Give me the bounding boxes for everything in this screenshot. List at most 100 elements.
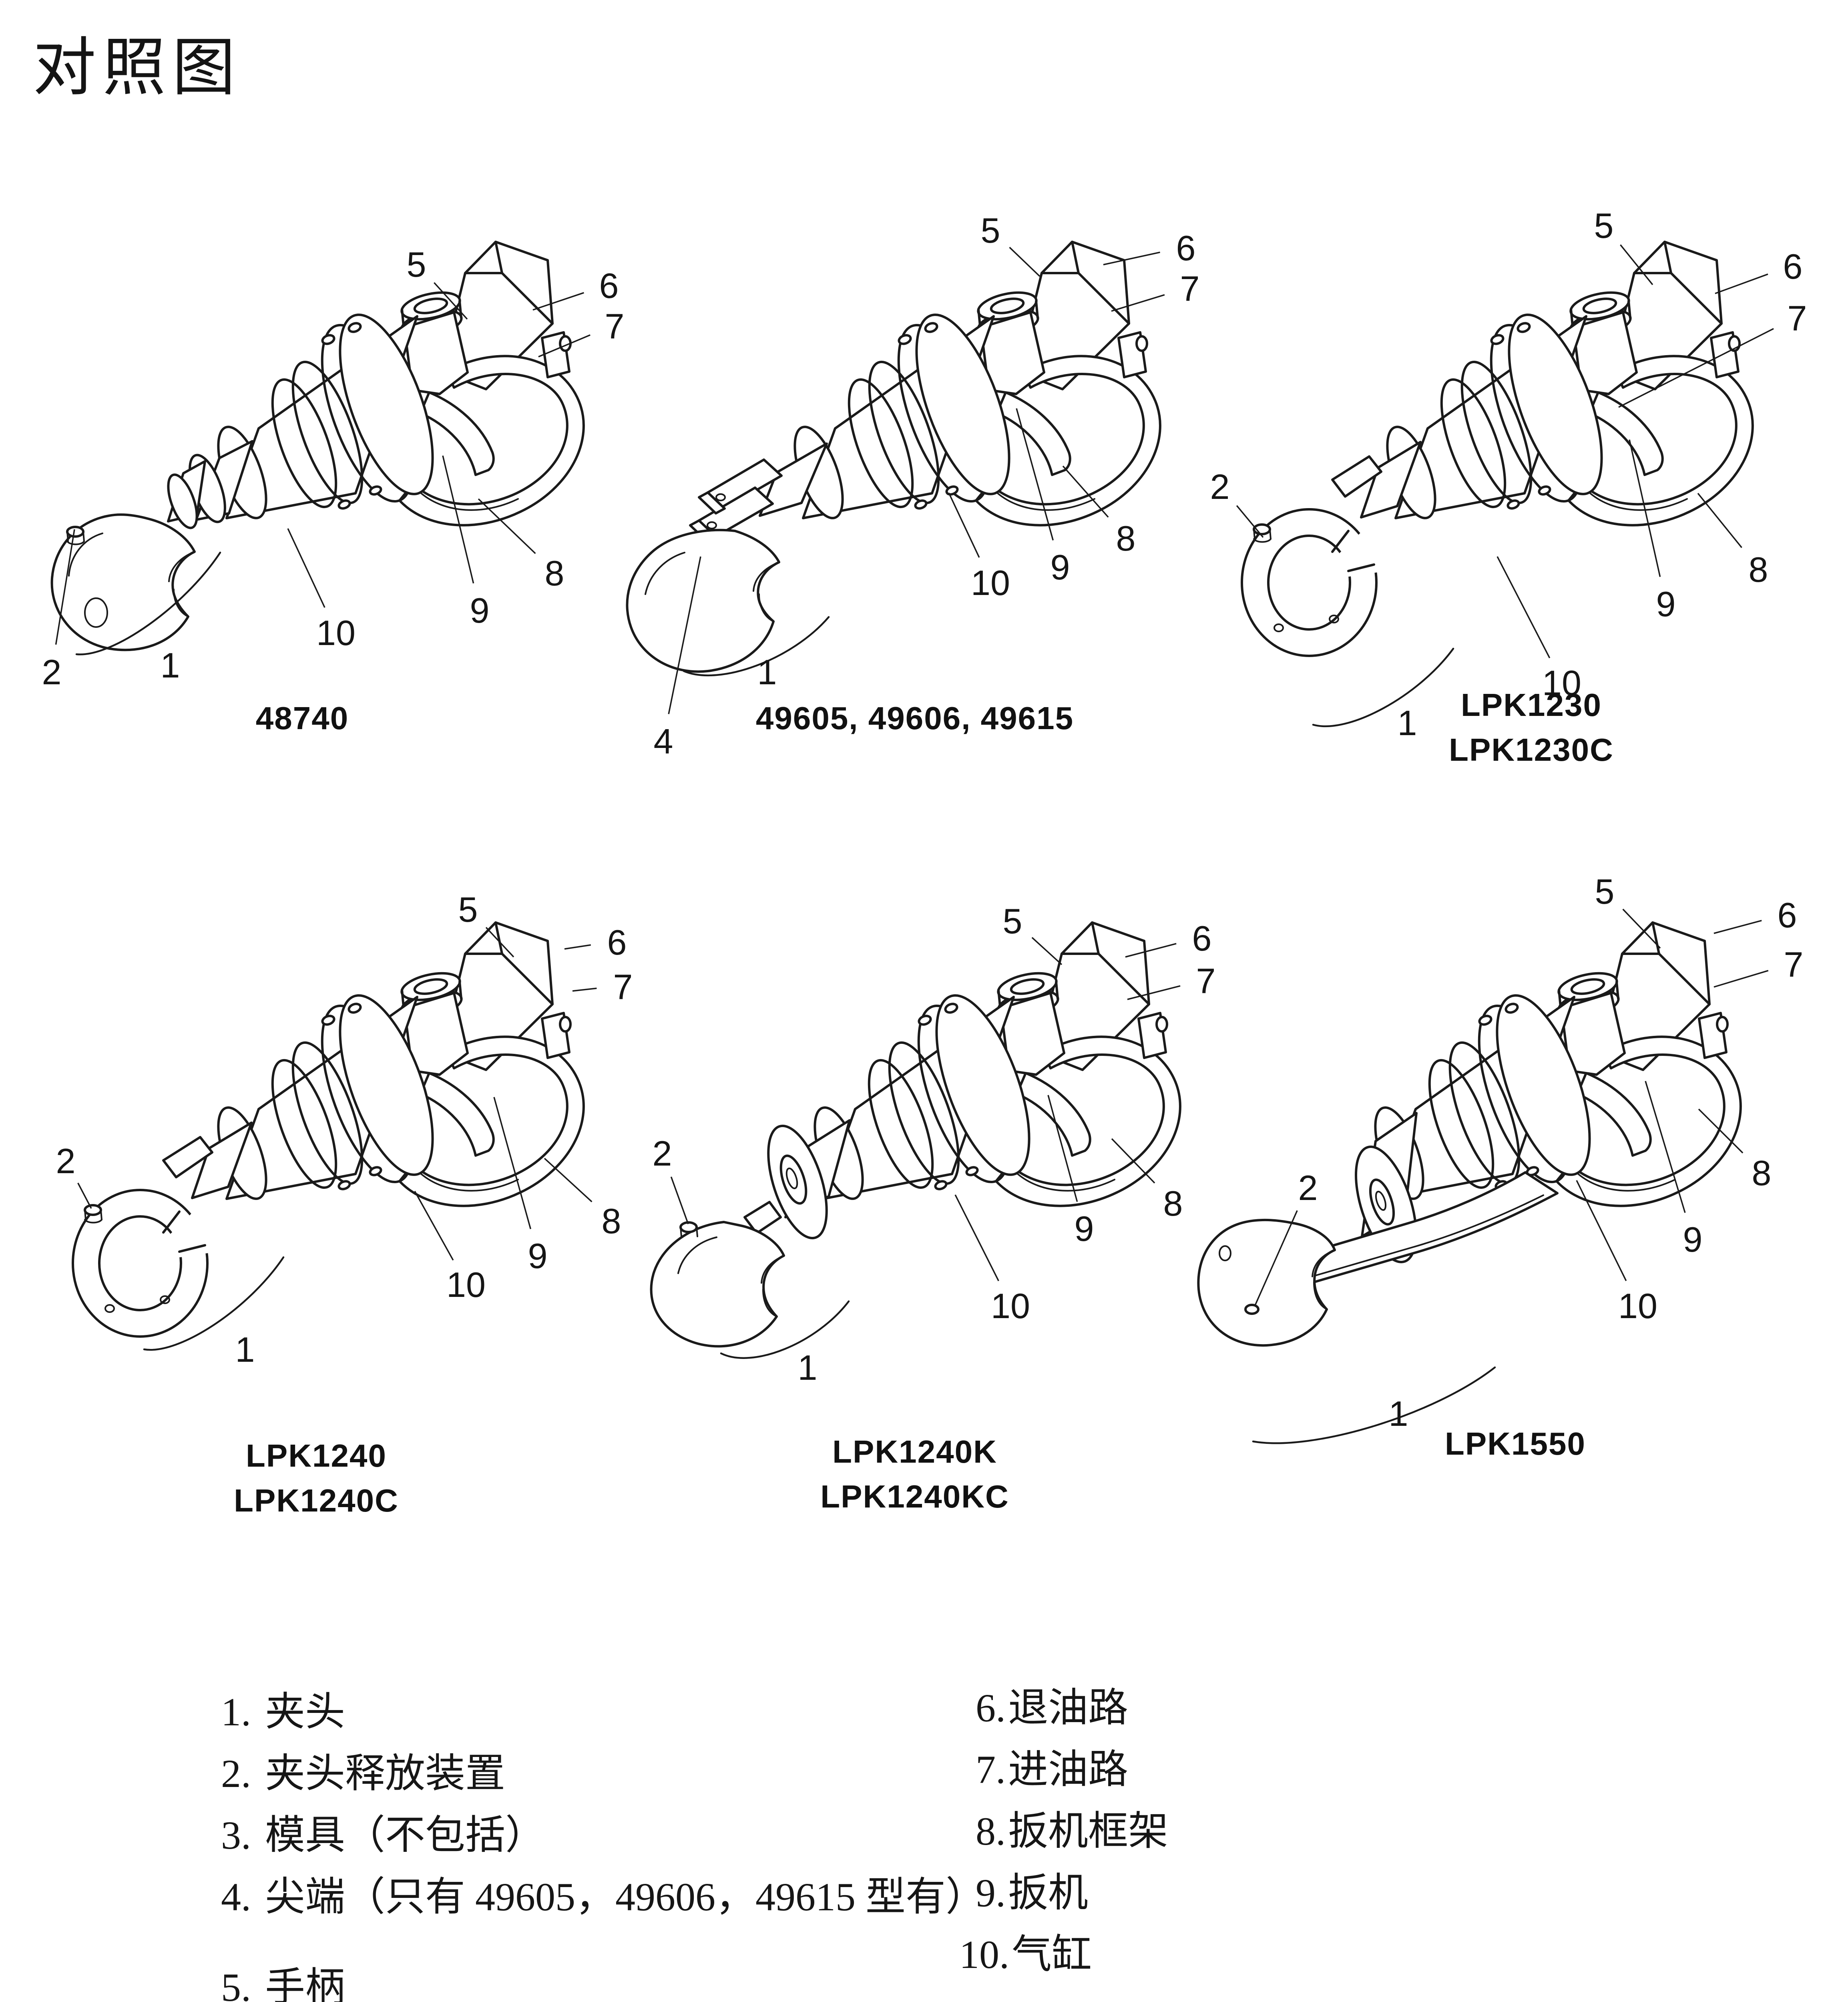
- callout-bracket-1: [75, 551, 221, 655]
- callout-label-2: 2: [1298, 1168, 1318, 1208]
- callout-label-5: 5: [1003, 901, 1022, 941]
- trigger-frame: [398, 1035, 585, 1207]
- callout-leader-9: [442, 455, 474, 584]
- callout-leader-6: [1715, 273, 1768, 294]
- legend-item-text: 尖端（只有 49605，49606，49615 型有）: [265, 1875, 986, 1919]
- trigger: [1576, 1072, 1652, 1157]
- tool-drawing: [1386, 241, 1754, 527]
- callout-label-2: 2: [1210, 467, 1230, 507]
- callout-leader-2: [1236, 505, 1264, 538]
- callout-label-9: 9: [1051, 547, 1070, 587]
- release-pin: [1244, 1304, 1259, 1315]
- legend-item-number: 8.: [976, 1809, 1006, 1853]
- callout-leader-5: [485, 927, 514, 958]
- release-pin: [84, 1204, 102, 1216]
- jaw: [650, 1221, 785, 1348]
- cylinder-flange: [339, 314, 434, 495]
- callout-leader-7: [1713, 970, 1769, 988]
- callout-label-9: 9: [1075, 1209, 1094, 1248]
- callout-leader-8: [544, 1158, 593, 1202]
- tool-drawing: [814, 921, 1181, 1207]
- legend-item-number: 10.: [959, 1932, 1009, 1977]
- tool-head-ring: [72, 1122, 253, 1338]
- callout-label-1: 1: [757, 652, 777, 692]
- legend-item-text: 夹头释放装置: [265, 1751, 505, 1796]
- callout-bracket-1: [683, 616, 830, 677]
- legend-item-6: 6.退油路: [959, 1686, 1520, 1730]
- callout-leader-7: [1111, 294, 1165, 312]
- caption-line: LPK1240C: [234, 1483, 399, 1518]
- tool-caption-48740: 48740: [22, 696, 583, 741]
- callout-bracket-1: [720, 1300, 850, 1359]
- callout-leader-10: [414, 1191, 454, 1261]
- callout-label-7: 7: [1180, 269, 1200, 308]
- callout-leader-7: [1127, 985, 1181, 1000]
- callout-label-9: 9: [470, 591, 490, 630]
- callout-leader-10: [1576, 1180, 1627, 1281]
- callout-label-6: 6: [1192, 919, 1212, 958]
- callout-leader-6: [1713, 920, 1762, 934]
- callout-leader-9: [493, 1097, 532, 1229]
- callout-label-8: 8: [602, 1201, 621, 1241]
- callout-leader-6: [1125, 943, 1177, 958]
- callout-label-2: 2: [56, 1141, 76, 1181]
- callout-label-10: 10: [446, 1265, 486, 1305]
- callout-leader-2: [77, 1182, 92, 1209]
- callout-label-5: 5: [981, 211, 1000, 250]
- callout-label-2: 2: [653, 1134, 672, 1173]
- caption-line: LPK1240K: [832, 1434, 997, 1469]
- callout-label-8: 8: [545, 553, 564, 593]
- cylinder-flange: [1508, 314, 1603, 495]
- legend-item-text: 夹头: [265, 1690, 345, 1734]
- callout-leader-2: [1254, 1210, 1298, 1306]
- tool-head-plug: [50, 440, 253, 651]
- callout-label-7: 7: [605, 306, 625, 346]
- callout-leader-6: [532, 292, 585, 311]
- release-pin: [66, 526, 84, 538]
- callout-label-8: 8: [1116, 519, 1136, 558]
- callout-leader-7: [1618, 328, 1774, 408]
- tool-caption-49605-49606-49615: 49605, 49606, 49615: [635, 696, 1195, 741]
- trigger-frame: [1567, 355, 1754, 527]
- tool-drawing: [217, 241, 585, 527]
- caption-line: LPK1550: [1445, 1426, 1586, 1461]
- trigger-frame: [995, 1035, 1181, 1207]
- callout-label-6: 6: [1778, 895, 1797, 935]
- legend-item-number: 6.: [976, 1686, 1006, 1730]
- callout-label-10: 10: [316, 613, 356, 653]
- trigger-frame: [975, 355, 1161, 527]
- callout-leader-10: [948, 492, 980, 558]
- callout-label-4: 4: [654, 722, 673, 761]
- trigger-frame: [398, 355, 585, 527]
- callout-leader-4: [668, 556, 701, 714]
- callout-leader-5: [434, 282, 468, 320]
- callout-leader-8: [478, 498, 536, 554]
- callout-label-9: 9: [1683, 1220, 1703, 1259]
- callout-label-7: 7: [1784, 945, 1804, 984]
- callout-leader-6: [1103, 251, 1160, 265]
- nose: [191, 1122, 253, 1199]
- tool-caption-lpk1550: LPK1550: [1235, 1421, 1796, 1466]
- callout-label-10: 10: [1542, 663, 1581, 703]
- caption-line: LPK1230: [1461, 687, 1602, 723]
- callout-leader-7: [572, 987, 597, 992]
- callout-label-1: 1: [798, 1348, 818, 1387]
- caption-line: LPK1230C: [1449, 732, 1614, 768]
- nose: [1360, 441, 1422, 519]
- legend-item-number: 1.: [221, 1690, 251, 1734]
- legend-item-9: 9.扳机: [959, 1871, 1520, 1915]
- callout-leader-2: [55, 529, 75, 645]
- legend-item-2: 2.夹头释放装置: [221, 1752, 1062, 1795]
- callout-label-6: 6: [1783, 247, 1803, 286]
- callout-leader-5: [1009, 247, 1041, 277]
